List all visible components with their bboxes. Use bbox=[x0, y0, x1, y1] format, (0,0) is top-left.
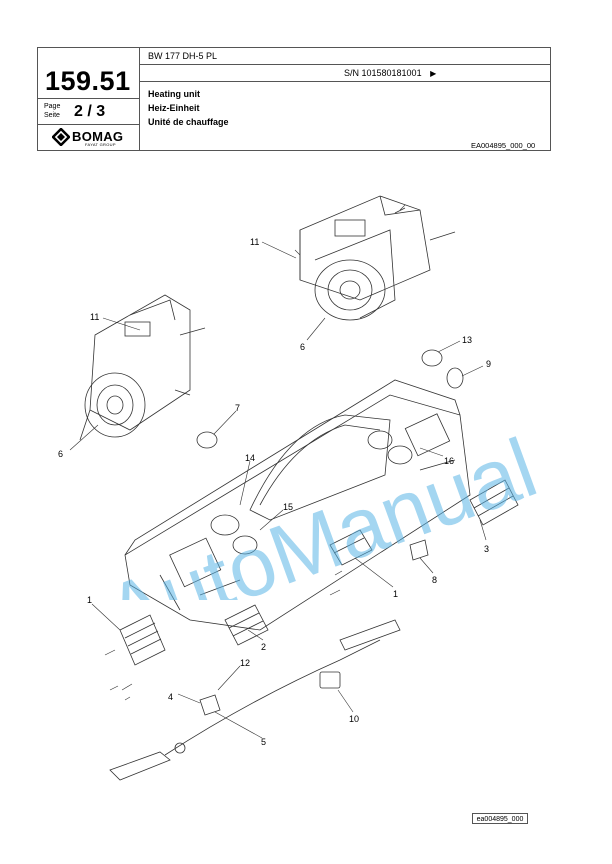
callout: 5 bbox=[261, 737, 266, 747]
serial-number: S/N 101580181001 ▶ bbox=[344, 68, 436, 78]
callout: 1 bbox=[393, 589, 398, 599]
callout: 13 bbox=[462, 335, 472, 345]
cap-13 bbox=[421, 349, 443, 367]
title-block: 159.51 Page Seite 2 / 3 BOMAG FAYAT GROU… bbox=[37, 47, 551, 151]
footer-reference: ea004895_000 bbox=[472, 813, 528, 824]
callout: 14 bbox=[245, 453, 255, 463]
knob-7 bbox=[196, 431, 218, 449]
bracket-8 bbox=[409, 539, 429, 561]
knob-9 bbox=[446, 367, 464, 389]
title-english: Heating unit bbox=[148, 89, 200, 99]
callout: 1 bbox=[87, 595, 92, 605]
callout: 3 bbox=[484, 544, 489, 554]
callout: 2 bbox=[261, 642, 266, 652]
lever-4 bbox=[199, 694, 221, 716]
callout: 6 bbox=[300, 342, 305, 352]
exploded-diagram: 11 6 11 6 13 9 7 14 16 15 3 8 1 1 2 12 4… bbox=[58, 195, 519, 781]
page-label: Page Seite bbox=[44, 103, 61, 119]
callout: 15 bbox=[283, 502, 293, 512]
logo-sub: FAYAT GROUP bbox=[85, 142, 116, 147]
divider bbox=[139, 64, 551, 65]
drawing-code: EA004895_000_00 bbox=[471, 141, 536, 150]
callout: 4 bbox=[168, 692, 173, 702]
callout: 16 bbox=[444, 456, 454, 466]
vent-right bbox=[469, 479, 519, 526]
cable-5 bbox=[109, 619, 401, 781]
vent-console bbox=[329, 529, 373, 566]
callout: 7 bbox=[235, 403, 240, 413]
vent-left bbox=[119, 614, 166, 666]
switch-10 bbox=[319, 671, 341, 689]
dashboard-console bbox=[124, 379, 471, 631]
page-value: 2 / 3 bbox=[74, 103, 106, 120]
divider bbox=[139, 48, 140, 151]
callout: 12 bbox=[240, 658, 250, 668]
logo-word: BOMAG bbox=[72, 129, 124, 144]
callout: 9 bbox=[486, 359, 491, 369]
divider bbox=[38, 98, 139, 99]
model-name: BW 177 DH-5 PL bbox=[148, 51, 218, 61]
serial-text: S/N 101580181001 bbox=[344, 68, 422, 78]
callout: 11 bbox=[250, 237, 259, 247]
vent-center bbox=[224, 604, 269, 646]
callout: 11 bbox=[90, 312, 99, 322]
callout-labels: 11 6 11 6 13 9 7 14 16 15 3 8 1 1 2 12 4… bbox=[58, 237, 491, 747]
title-french: Unité de chauffage bbox=[148, 117, 229, 127]
bomag-logo: BOMAG FAYAT GROUP bbox=[52, 128, 132, 148]
heater-unit-upper bbox=[299, 195, 456, 321]
serial-arrow-icon: ▶ bbox=[430, 69, 437, 78]
callout: 6 bbox=[58, 449, 63, 459]
logo-mark-icon bbox=[52, 128, 70, 146]
title-german: Heiz-Einheit bbox=[148, 103, 200, 113]
callout: 8 bbox=[432, 575, 437, 585]
heater-unit-left bbox=[79, 294, 206, 441]
divider bbox=[139, 81, 551, 82]
page-number: 159.51 bbox=[45, 66, 131, 96]
divider bbox=[38, 124, 139, 125]
callout: 10 bbox=[349, 714, 359, 724]
